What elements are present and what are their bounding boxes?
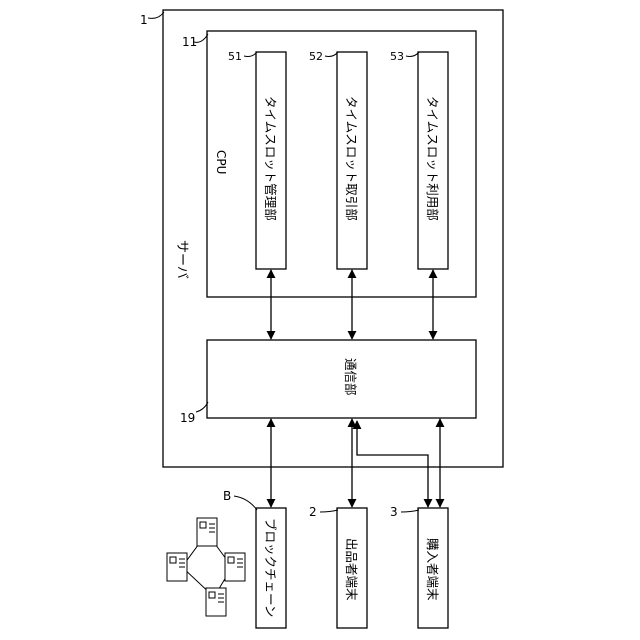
unit-51-ref: 51 [228,50,242,63]
blockchain-label: ブロックチェーン [263,518,278,617]
unit-52-leader [325,52,338,57]
seller-terminal-ref: 2 [309,505,317,519]
server-leader [148,12,164,18]
server-box [163,10,503,467]
node-server-icon [225,553,245,581]
unit-51-leader [244,52,257,57]
comm-box [207,340,476,418]
unit-52-label: タイムスロット取引部 [344,96,359,221]
unit-53-leader [406,52,419,57]
server-label: サーバ [174,240,189,279]
seller-terminal-label: 出品者端末 [344,538,359,601]
node-server-icon [206,588,226,616]
unit-51-label: タイムスロット管理部 [263,96,278,221]
blockchain-leader [234,496,257,510]
comm-label: 通信部 [343,358,358,396]
comm-leader [196,402,208,412]
arrow-seller-buyer-route [357,421,428,507]
node-server-icon [197,518,217,546]
buyer-terminal-label: 購入者端末 [425,538,440,601]
cpu-label: CPU [214,150,228,174]
blockchain-network-illustration [167,518,245,616]
blockchain-ref: B [223,489,231,503]
server-ref: 1 [140,13,148,27]
unit-53-ref: 53 [390,50,404,63]
seller-terminal-leader [320,510,338,512]
unit-52-ref: 52 [309,50,323,63]
comm-ref: 19 [180,411,195,425]
unit-53-label: タイムスロット利用部 [425,96,440,221]
buyer-terminal-leader [401,510,419,512]
buyer-terminal-ref: 3 [390,505,398,519]
node-server-icon [167,553,187,581]
